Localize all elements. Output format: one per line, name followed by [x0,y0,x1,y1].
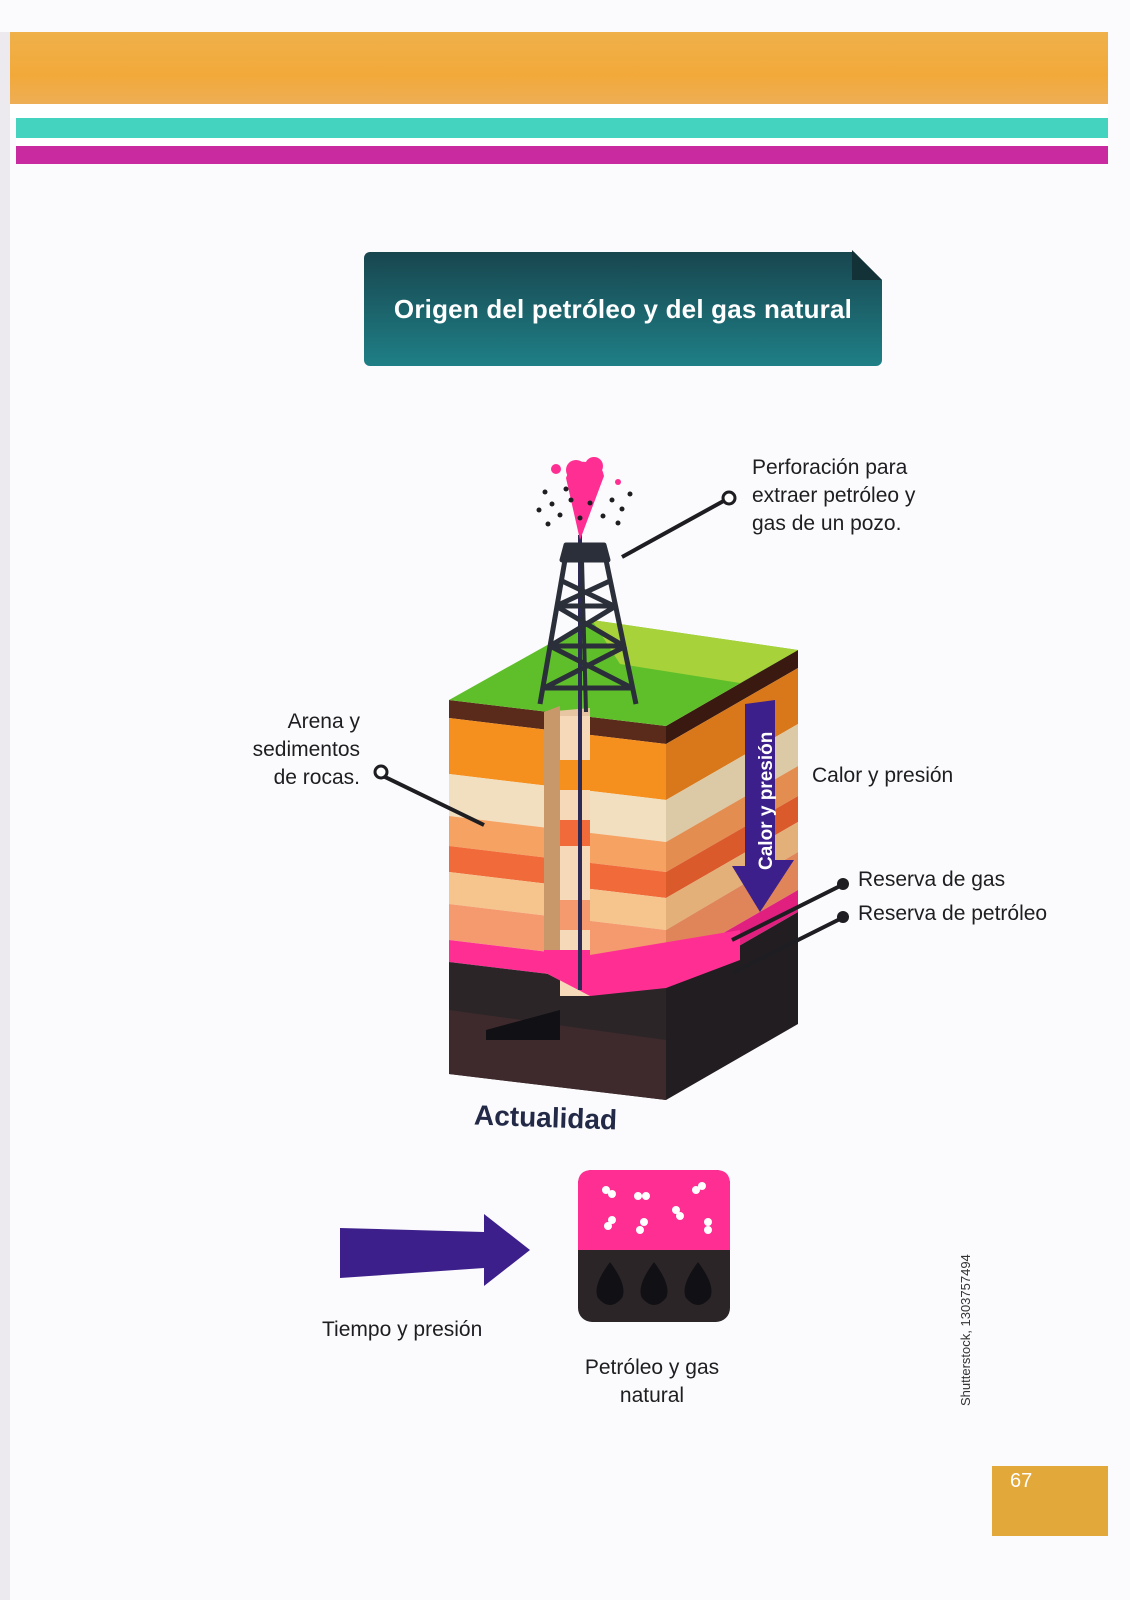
diagram-title: Origen del petróleo y del gas natural [393,293,853,324]
leader-oil [733,916,843,974]
heat-pressure-arrow [732,700,794,912]
arrow-label: Calor y presión [756,732,777,870]
label-time-pressure: Tiempo y presión [322,1318,483,1341]
dot-drilling [721,490,737,506]
header-band-magenta [16,146,1108,164]
oil-derrick [537,542,639,713]
header-band-teal [16,118,1108,138]
page-number-box [992,1466,1108,1536]
dot-oil [837,911,849,923]
label-gas-reserve: Reserva de gas [858,868,1006,891]
leader-gas [731,883,843,942]
header-band-orange [10,32,1108,104]
page-left-edge [0,32,10,1600]
label-product: Petróleo y gas natural [584,1356,720,1407]
label-drilling: Perforación para extraer petróleo y gas … [752,456,916,535]
title-box: Origen del petróleo y del gas natural [364,252,882,366]
label-heat-pressure: Calor y presión [812,764,954,787]
gas-gusher [536,457,633,540]
product-box [578,1170,730,1322]
image-credit: Shutterstock, 1303757494 [958,1254,973,1406]
title-corner-fold [852,250,882,280]
dot-sediments [373,764,389,780]
page-number: 67 [1010,1470,1033,1492]
leader-sediments [380,773,485,827]
label-sediments: Arena y sedimentos de rocas. [252,710,360,789]
label-present: Actualidad [473,1099,618,1136]
time-pressure-arrow [340,1214,530,1286]
header-band-white-2 [16,138,1108,146]
label-oil-reserve: Reserva de petróleo [858,902,1048,925]
oil-drop-icons [596,1262,712,1305]
leader-drilling [621,496,730,559]
header-band-white [10,104,1108,118]
dot-gas [837,878,849,890]
